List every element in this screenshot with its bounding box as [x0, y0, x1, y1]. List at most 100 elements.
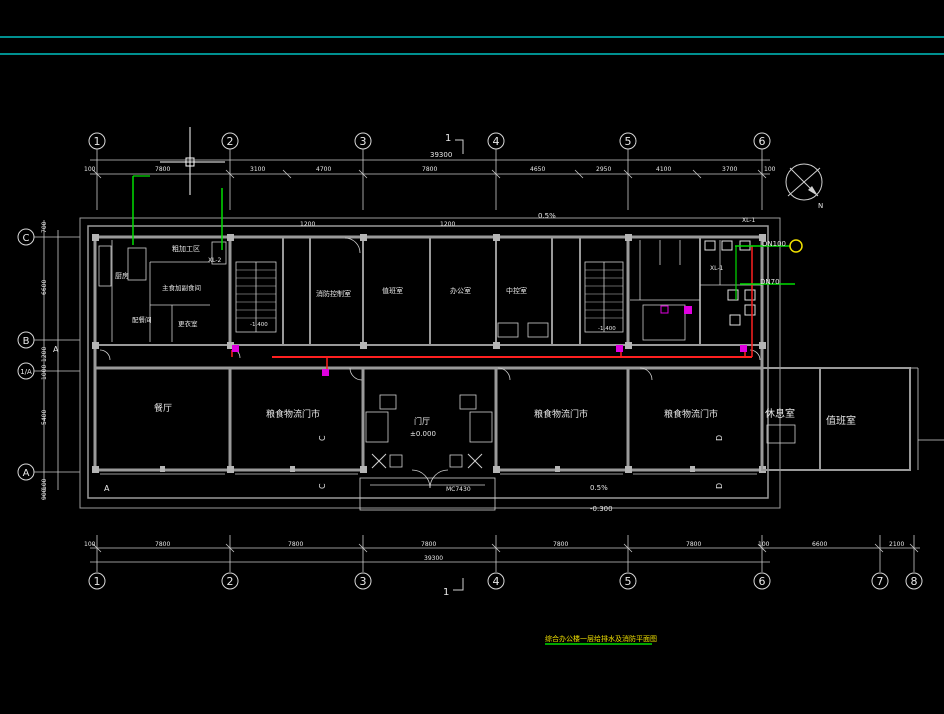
- stair-left: [235, 261, 277, 333]
- svg-text:7800: 7800: [686, 541, 701, 548]
- svg-text:100: 100: [758, 541, 770, 548]
- dim-1200b: 1200: [440, 221, 455, 228]
- room-lounge: 休息室: [765, 407, 795, 420]
- doors: [99, 237, 761, 381]
- svg-text:1: 1: [443, 587, 449, 598]
- svg-text:6600: 6600: [41, 280, 48, 295]
- svg-text:1: 1: [94, 575, 101, 588]
- svg-text:D: D: [715, 483, 724, 489]
- slope-bottom: 0.5%: [590, 484, 608, 492]
- svg-text:B: B: [23, 336, 30, 347]
- pipe-xl1-mid: XL-1: [710, 265, 724, 272]
- svg-text:100: 100: [764, 166, 776, 173]
- svg-text:C: C: [23, 233, 30, 244]
- lobby-furniture: [365, 394, 493, 469]
- svg-text:100: 100: [84, 166, 96, 173]
- svg-text:3100: 3100: [250, 166, 265, 173]
- svg-text:4100: 4100: [656, 166, 671, 173]
- svg-text:C: C: [318, 435, 327, 441]
- water-pipes: [132, 175, 795, 645]
- pipe-xl1-top: XL-1: [742, 217, 756, 224]
- bottom-dimensions: 100 7800 7800 7800 7800 7800 100 6600 21…: [84, 535, 920, 572]
- svg-text:4: 4: [493, 575, 500, 588]
- section-marker-top: 1: [445, 133, 464, 154]
- level-stair-left: -1.400: [250, 322, 268, 328]
- left-axis-bubbles: C B 1/A A 700 6600 1200 1000 5400 100 90…: [17, 220, 80, 500]
- axis-label: 3: [360, 135, 367, 148]
- room-rough-processing: 粗加工区: [172, 244, 200, 253]
- svg-text:3700: 3700: [722, 166, 737, 173]
- room-office: 办公室: [450, 286, 471, 295]
- north-arrow: N: [785, 163, 823, 210]
- section-marker-bottom: 1: [443, 578, 464, 598]
- drawing-title: 综合办公楼一层给排水及消防平面图: [545, 634, 657, 643]
- axis-label: 1: [94, 135, 101, 148]
- axis-a-left: A: [53, 345, 59, 354]
- axis-label: 2: [227, 135, 234, 148]
- room-staple-food: 主食加副食间: [162, 283, 201, 292]
- svg-text:4650: 4650: [530, 166, 545, 173]
- cad-crosshair-cursor: [160, 127, 225, 195]
- axis-label: 5: [625, 135, 632, 148]
- door-mc: MC7430: [446, 486, 471, 493]
- fire-hydrant-markers: [232, 305, 747, 376]
- dim-total-bottom: 39300: [424, 555, 443, 562]
- kitchen-area: [98, 240, 227, 342]
- svg-text:2: 2: [227, 575, 234, 588]
- room-grain-shop-2: 粮食物流门市: [534, 408, 588, 420]
- svg-text:7800: 7800: [155, 166, 170, 173]
- slope-top: 0.5%: [538, 212, 556, 220]
- room-kitchen: 厨房: [115, 271, 129, 280]
- svg-text:7800: 7800: [421, 541, 436, 548]
- svg-text:6: 6: [759, 575, 766, 588]
- room-grain-shop-1: 粮食物流门市: [266, 408, 320, 420]
- inspection-well: [789, 239, 803, 253]
- room-central-control: 中控室: [506, 286, 527, 295]
- svg-text:N: N: [818, 202, 823, 210]
- svg-text:100: 100: [41, 478, 48, 490]
- svg-text:D: D: [715, 435, 724, 441]
- room-grain-shop-3: 粮食物流门市: [664, 408, 718, 420]
- room-lobby: 门厅: [414, 416, 430, 426]
- svg-text:6600: 6600: [812, 541, 827, 548]
- lobby-level: ±0.000: [410, 430, 436, 438]
- svg-text:2950: 2950: [596, 166, 611, 173]
- svg-text:7800: 7800: [422, 166, 437, 173]
- svg-text:7800: 7800: [553, 541, 568, 548]
- axis-label: 4: [493, 135, 500, 148]
- svg-text:2100: 2100: [889, 541, 904, 548]
- drawing-title-text: 综合办公楼一层给排水及消防平面图: [545, 634, 657, 643]
- room-storeroom: 配餐间: [132, 315, 152, 324]
- building-walls: [79, 217, 944, 511]
- axis-a-right: A: [104, 484, 110, 493]
- pipe-dn70: DN70: [760, 278, 780, 286]
- annotations: C C D D 0.5% 0.5% -0.300 -1.400 -1.400 M…: [53, 212, 786, 513]
- pipe-dn100: DN100: [762, 240, 786, 248]
- svg-text:1000: 1000: [41, 365, 48, 380]
- svg-text:7: 7: [877, 575, 884, 588]
- svg-text:900: 900: [41, 488, 48, 500]
- dim-1200a: 1200: [300, 221, 315, 228]
- room-duty-annex: 值班室: [826, 414, 856, 427]
- svg-text:C: C: [318, 483, 327, 489]
- svg-text:700: 700: [41, 221, 48, 233]
- top-dimensions: 39300 100 7800 3100 4700 7800 4650 2950 …: [84, 151, 776, 179]
- toilet-area: [630, 240, 762, 341]
- svg-text:5400: 5400: [41, 410, 48, 425]
- svg-text:7800: 7800: [288, 541, 303, 548]
- pipe-xl2: XL-2: [208, 257, 222, 264]
- room-labels: 餐厅 粮食物流门市 门厅 ±0.000 粮食物流门市 粮食物流门市 休息室 值班…: [115, 244, 856, 438]
- dim-total: 39300: [430, 151, 452, 159]
- model-space-border: [0, 36, 944, 55]
- svg-text:8: 8: [911, 575, 918, 588]
- svg-text:1/A: 1/A: [20, 368, 32, 376]
- stair-right: [584, 261, 624, 333]
- svg-text:7800: 7800: [155, 541, 170, 548]
- bottom-axis-bubbles: 1 2 3 4 5 6 7 8: [88, 572, 923, 590]
- svg-text:A: A: [23, 468, 30, 479]
- room-canteen: 餐厅: [154, 402, 172, 414]
- small-rooms: [497, 322, 549, 338]
- svg-text:5: 5: [625, 575, 632, 588]
- level-stair-right: -1.400: [598, 326, 616, 332]
